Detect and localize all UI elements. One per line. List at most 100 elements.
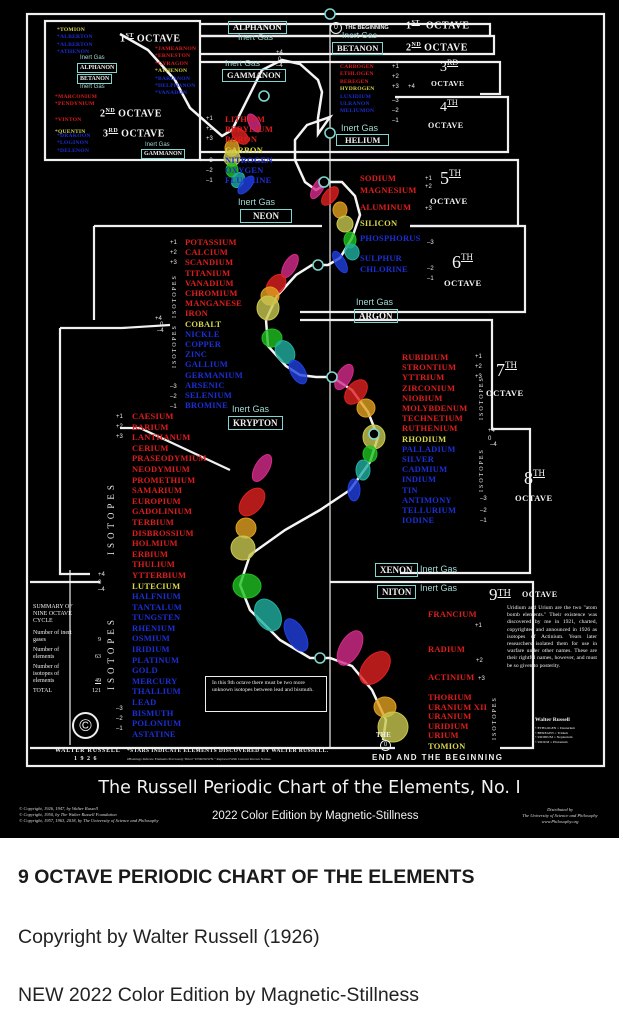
octave-4-label: OCTAVE (428, 121, 464, 130)
gas-xenon: XENON (375, 563, 418, 577)
element-palladium: PALLADIUM (402, 443, 456, 454)
author-line: WALTER RUSSELL (55, 748, 121, 754)
o7-val-p3: +3 (475, 374, 482, 380)
copyright-line: © Copyright, 1957, 1963, 2018, by The Un… (19, 818, 159, 823)
octave-9-number: 9TH (489, 585, 511, 604)
o6-val-m3: –3 (427, 240, 434, 246)
element-cerium: CERIUM (132, 442, 169, 453)
summary-label: Number of isotopes of elements (33, 664, 60, 684)
o6-val-m2: –2 (427, 266, 434, 272)
hashtag-note: #Hashtags Indicate Elements Previously T… (127, 757, 272, 761)
distributor-line: Distributed by (547, 807, 573, 812)
tone-ring (336, 215, 354, 233)
summary-block: SUMMARY OF NINE OCTAVE CYCLE Number of i… (33, 604, 101, 695)
element-copper: COPPER (185, 339, 222, 350)
valence-zero: 0 (278, 57, 282, 63)
caption-copyright: Copyright by Walter Russell (1926) (18, 926, 320, 948)
inset-octave-3-left: *DRAKOON*LOGINON*DELENON (57, 133, 91, 155)
o7-val-p2: +2 (475, 364, 482, 370)
o4-val-p2: +2 (206, 126, 213, 132)
octave-8-number: 8TH (524, 468, 545, 488)
isotopes-label-8a: ISOTOPES (106, 481, 116, 555)
element-barium: BARIUM (132, 421, 169, 432)
o9-val-p3: +3 (478, 676, 485, 682)
element-hydrogen: HYDROGEN (340, 86, 375, 93)
signature: Walter Russell (535, 717, 570, 723)
octave-7-label: OCTAVE (486, 388, 524, 398)
o7-val-zero: 0 (488, 436, 492, 442)
element-promethium: PROMETHIUM (132, 474, 196, 485)
element-bromine: BROMINE (185, 400, 228, 411)
element-lutecium: LUTECIUM (132, 580, 181, 591)
tone-ring (238, 487, 266, 517)
element-antimony: ANTIMONY (402, 494, 452, 505)
element-platinum: PLATINUM (132, 654, 180, 665)
element-berylium: BERYLIUM (225, 124, 274, 135)
o5-val-p1: +1 (425, 176, 432, 182)
tone-ring (356, 398, 376, 418)
o4-val-m3b: –3 (206, 158, 213, 164)
octave-8-band (58, 328, 231, 576)
element-sodium: SODIUM (360, 173, 397, 183)
tone-ring (377, 711, 409, 743)
o3-val-p3: +3 (392, 84, 399, 90)
gas-krypton: KRYPTON (228, 416, 283, 430)
inset-octave-1-left: *TOMION*ALBERTON*ALBERTON*ATHENON (57, 27, 93, 57)
octave-2-label: 2ND OCTAVE (100, 108, 162, 120)
element-beregen: BEREGEN (340, 78, 369, 85)
summary-value: 49 (95, 678, 101, 684)
o5-val-p3: +3 (425, 206, 432, 212)
tone-ring (261, 328, 283, 348)
o4-val-p3: +3 (206, 136, 213, 142)
summary-value: 63 (95, 654, 101, 660)
element-sulphur: SULPHUR (360, 252, 403, 263)
element-lithium: LITHIUM (225, 114, 266, 124)
element-yttrium: YTTRIUM (402, 372, 445, 383)
element-tin: TIN (402, 484, 418, 495)
gas-alphanon: ALPHANON (228, 21, 287, 34)
element-selenium: SELENIUM (185, 390, 232, 401)
inert-gas-label-helium: Inert Gas (341, 123, 379, 133)
caption-title: 9 OCTAVE PERIODIC CHART OF THE ELEMENTS (18, 866, 475, 888)
element-delenon: *DELENON (57, 147, 90, 154)
summary-total-value: 121 (92, 688, 101, 694)
element-zinc: ZINC (185, 349, 208, 360)
inert-gas-label-alphanon: Inert Gas (238, 32, 273, 42)
summary-row-isotopes: Number of isotopes of elements 49 (33, 664, 101, 685)
inert-node-icon (324, 127, 336, 139)
element-carbogen: CARBOGEN (340, 64, 374, 70)
o6-val-m1: –1 (427, 276, 434, 282)
element-nickle: NICKLE (185, 328, 220, 339)
o6-val-p3: +3 (170, 260, 177, 266)
octave-4-band (200, 95, 510, 154)
element-tungsten: TUNGSTEN (132, 612, 181, 623)
element-quentin: *QUENTIN (55, 129, 86, 136)
author-year: 1 9 2 6 (74, 756, 98, 762)
outer-frame (25, 12, 606, 768)
octave-5-number: 5TH (440, 168, 461, 188)
gas-neon: NEON (240, 209, 293, 223)
copyright-line: © Copyright, 1950, by The Walter Russell… (19, 812, 117, 817)
element-aluminum: ALUMINUM (360, 202, 412, 212)
o4-val-m2: –2 (392, 108, 399, 114)
valence-plus4: +4 (276, 50, 283, 56)
tone-ring (334, 363, 354, 391)
element-actinium: ACTINIUM (428, 672, 475, 683)
element-europium: EUROPIUM (132, 495, 181, 506)
element-tantalum: TANTALUM (132, 601, 182, 612)
isotopes-label-6b: ISOTOPES (172, 324, 178, 368)
element-chlorine: CHLORINE (360, 264, 408, 274)
element-samarium: SAMARIUM (132, 485, 183, 496)
octave-1-label: 1ST OCTAVE (120, 33, 181, 45)
octave-6-label: OCTAVE (444, 278, 482, 288)
o4-val-m1b: –1 (206, 178, 213, 184)
tone-ring (359, 651, 391, 685)
octave-3-label: 3RD OCTAVE (103, 128, 165, 140)
tone-ring (232, 573, 262, 599)
inert-node-icon (314, 652, 326, 664)
tone-ring (347, 478, 361, 502)
summary-title-3: CYCLE (33, 618, 53, 624)
o3-val-p4: +4 (408, 84, 415, 90)
